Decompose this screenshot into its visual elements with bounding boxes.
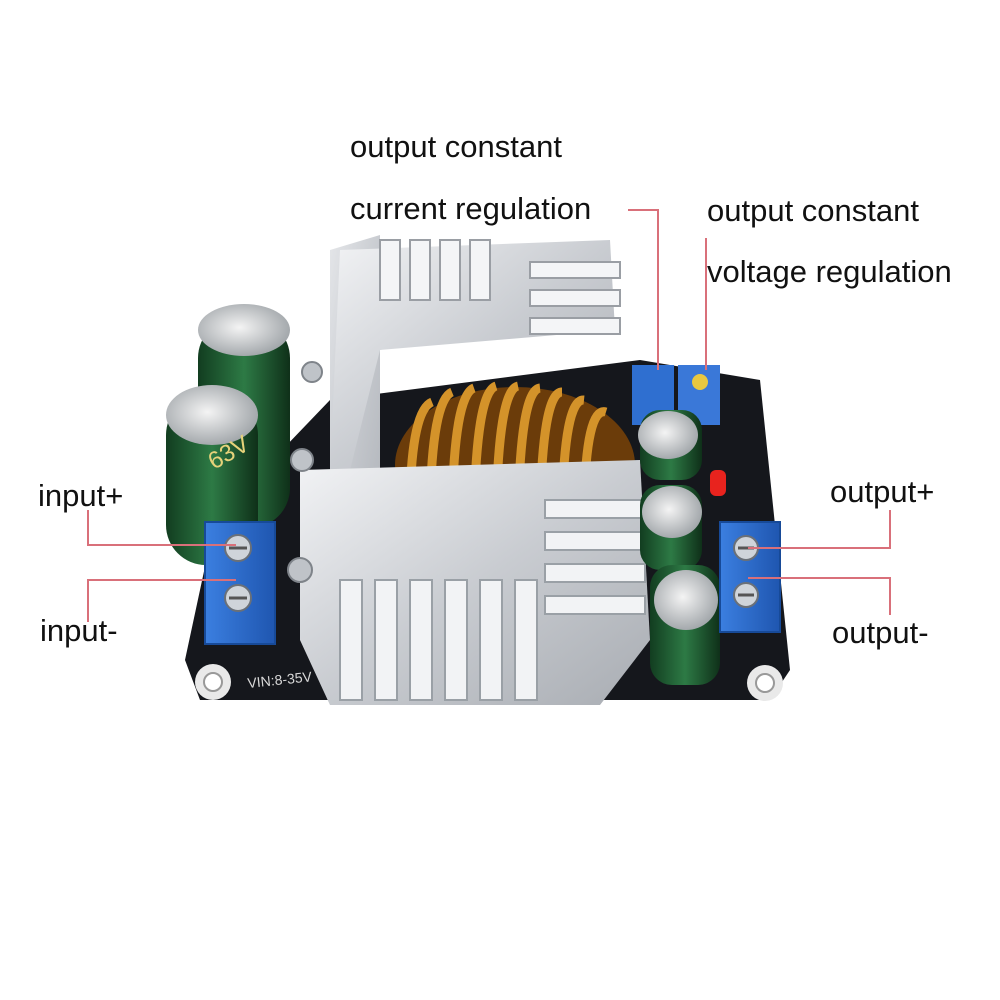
screw-terminal-icon <box>204 521 276 645</box>
board-silkscreen: VIN:8-35V <box>247 668 314 691</box>
voltage-regulation-label-line1: output constant <box>707 193 919 228</box>
input-plus-label: input+ <box>38 478 124 513</box>
output-capacitors <box>638 410 720 685</box>
output-plus-label: output+ <box>830 474 935 509</box>
current-regulation-label-line2: current regulation <box>350 191 592 226</box>
leader-lines <box>87 209 891 622</box>
input-minus-label: input- <box>40 613 118 648</box>
heatsink-icon <box>287 235 650 705</box>
current-regulation-label-line1: output constant <box>350 129 562 164</box>
voltage-regulation-label-line2: voltage regulation <box>707 254 952 289</box>
output-minus-label: output- <box>832 615 929 650</box>
led-icon <box>710 470 726 496</box>
